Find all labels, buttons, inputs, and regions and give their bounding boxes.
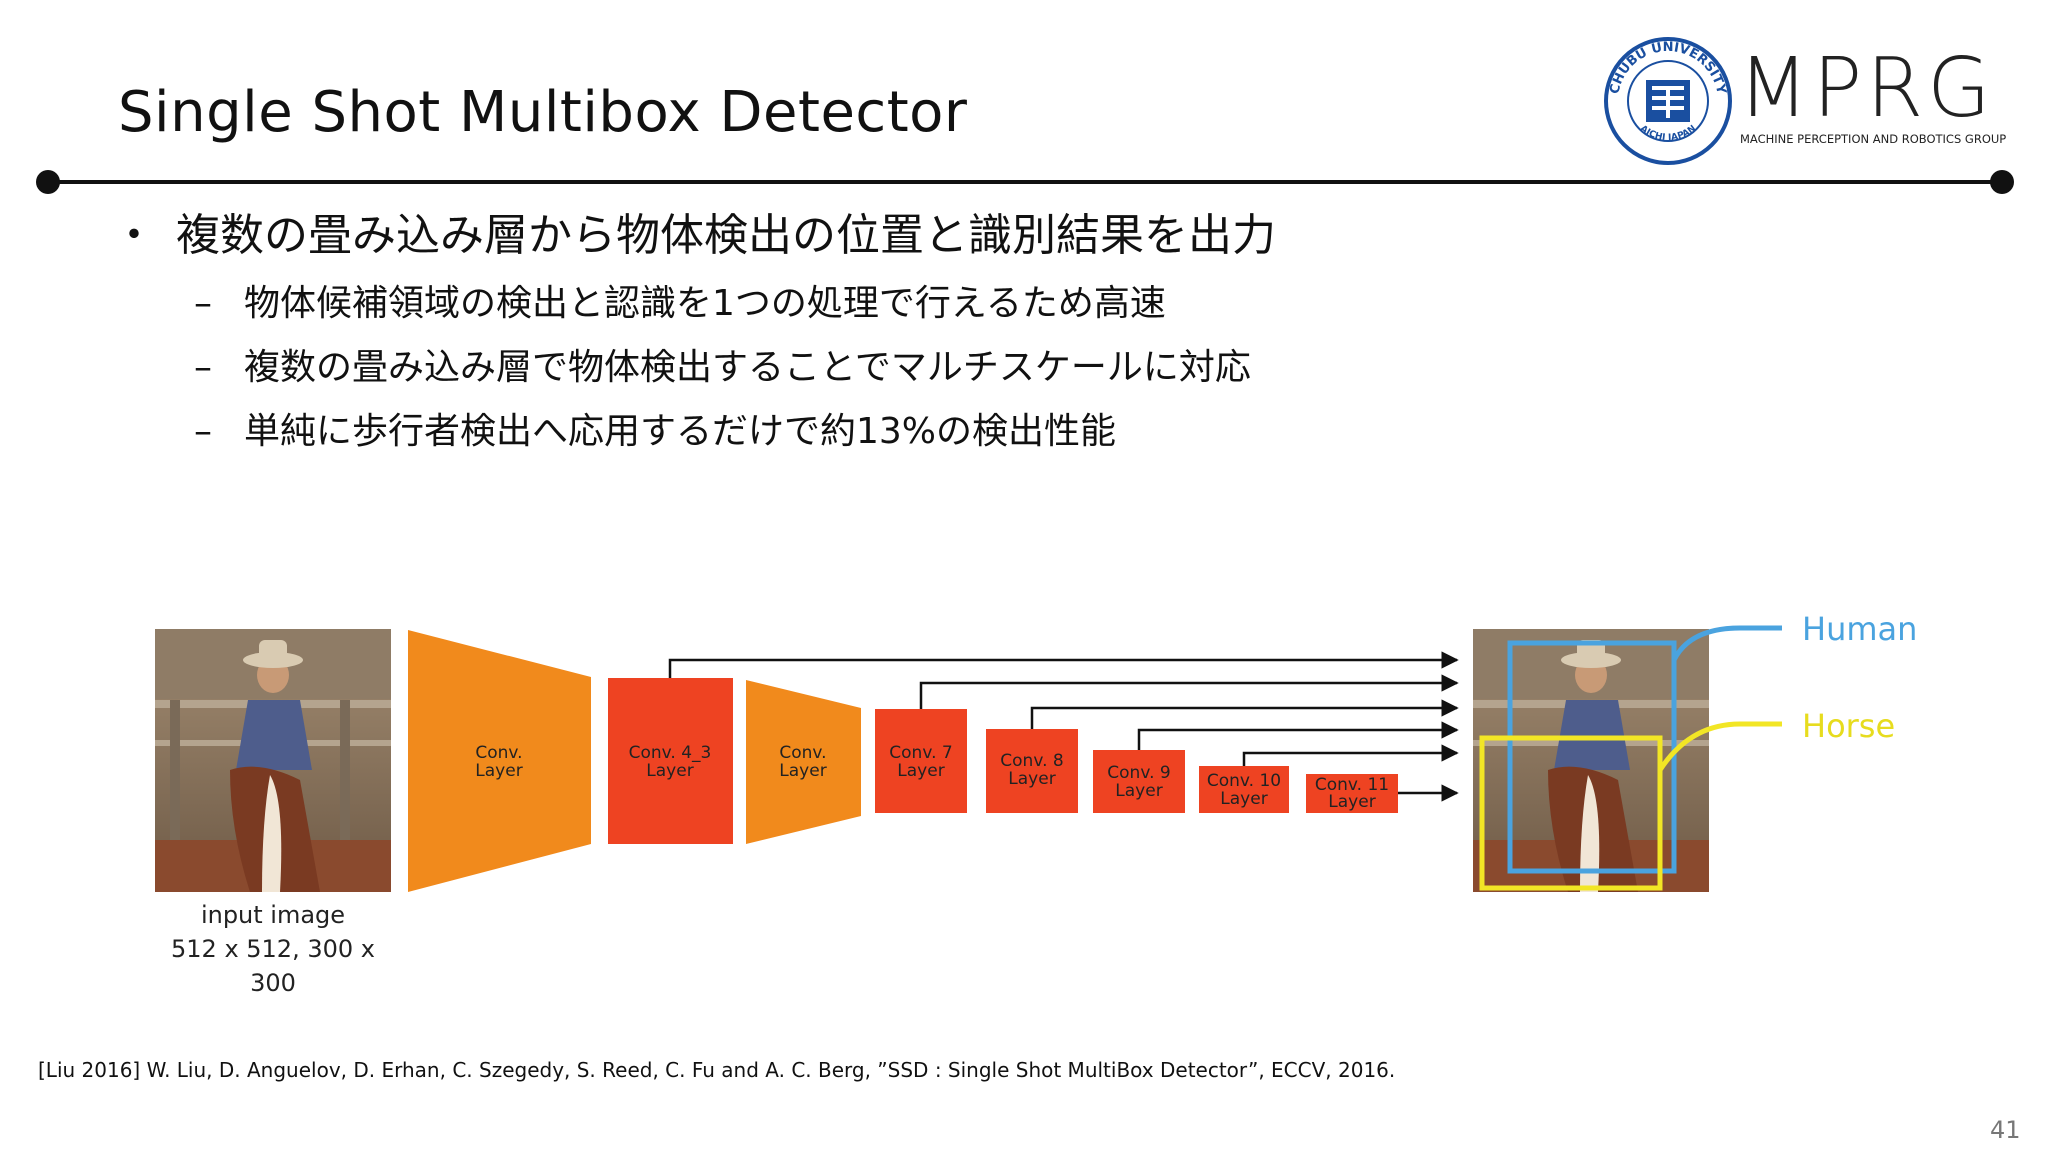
sub-bullet-dash: –	[194, 411, 212, 452]
sub-bullet-text: 複数の畳み込み層で物体検出することでマルチスケールに対応	[244, 347, 1251, 388]
layer-label: Layer	[1328, 792, 1375, 812]
horse-bounding-box	[1479, 735, 1663, 891]
layer-label: Conv. 9	[1107, 763, 1170, 783]
bullet-mark: ・	[112, 210, 156, 261]
seal-emblem-icon	[1646, 80, 1690, 122]
conv9-layer-block	[1093, 750, 1185, 813]
input-image	[155, 629, 391, 892]
layer-label: Layer	[646, 761, 693, 781]
slide-title: Single Shot Multibox Detector	[118, 80, 968, 145]
horse-label: Horse	[1802, 707, 1895, 745]
bullet-list: ・ 複数の畳み込み層から物体検出の位置と識別結果を出力 – 物体候補領域の検出と…	[112, 206, 1612, 464]
sub-bullet-dash: –	[194, 347, 212, 388]
sub-bullet-item: – 物体候補領域の検出と認識を1つの処理で行えるため高速	[194, 272, 1612, 336]
caption-line-2: 512 x 512, 300 x 300	[171, 935, 375, 997]
caption-line-1: input image	[200, 901, 346, 929]
conv7-layer-block	[875, 709, 967, 813]
bullet-main-item: ・ 複数の畳み込み層から物体検出の位置と識別結果を出力	[112, 206, 1612, 266]
layer-label: Layer	[475, 761, 522, 781]
conv4-3-layer-block	[608, 678, 733, 844]
bullet-main-text: 複数の畳み込み層から物体検出の位置と識別結果を出力	[176, 210, 1276, 261]
ssd-architecture-diagram: Conv. Layer Conv. 4_3 Layer Conv. Layer …	[155, 610, 1917, 892]
mprg-logo: MPRG MACHINE PERCEPTION AND ROBOTICS GRO…	[1738, 41, 2006, 146]
page-number: 41	[1990, 1116, 2021, 1144]
layer-label: Conv.	[779, 743, 826, 763]
layer-label: Layer	[1115, 781, 1162, 801]
header-logos: CHUBU UNIVERSITY AICHI JAPAN MPRG MACHIN…	[1604, 37, 2006, 165]
detection-arrows	[668, 651, 1459, 802]
human-leader-line	[1671, 625, 1782, 662]
sub-bullet-list: – 物体候補領域の検出と認識を1つの処理で行えるため高速 – 複数の畳み込み層で…	[112, 272, 1612, 464]
conv-layer-trapezoid	[408, 630, 591, 892]
layer-label: Conv. 8	[1000, 751, 1063, 771]
layer-label: Layer	[1008, 769, 1055, 789]
layer-label: Conv. 7	[889, 743, 952, 763]
arrow-from-conv4-3	[668, 651, 1459, 678]
input-image-caption: input image 512 x 512, 300 x 300	[145, 898, 401, 1000]
arrow-from-conv8	[1030, 699, 1459, 729]
layer-label: Conv.	[475, 743, 522, 763]
arrow-from-conv9	[1137, 721, 1459, 750]
title-rule-right-dot	[1990, 170, 2014, 194]
chubu-university-seal: CHUBU UNIVERSITY AICHI JAPAN	[1604, 37, 1732, 165]
sub-bullet-text: 単純に歩行者検出へ応用するだけで約13%の検出性能	[244, 411, 1117, 452]
title-rule	[46, 180, 2002, 184]
conv8-layer-block	[986, 729, 1078, 813]
layer-label: Layer	[897, 761, 944, 781]
human-label: Human	[1802, 610, 1917, 648]
layer-label: Layer	[779, 761, 826, 781]
reference-citation: [Liu 2016] W. Liu, D. Anguelov, D. Erhan…	[38, 1058, 1396, 1082]
human-bounding-box	[1507, 640, 1677, 874]
layer-label: Conv. 4_3	[629, 743, 712, 763]
sub-bullet-item: – 複数の畳み込み層で物体検出することでマルチスケールに対応	[194, 336, 1612, 400]
arrow-from-conv7	[919, 674, 1459, 709]
conv-layer-trapezoid-2	[746, 680, 861, 844]
layer-label: Layer	[1220, 789, 1267, 809]
conv10-layer-block	[1199, 766, 1289, 813]
layer-label: Conv. 10	[1207, 771, 1281, 791]
conv11-layer-block	[1306, 774, 1398, 813]
arrow-from-conv10	[1242, 744, 1459, 766]
sub-bullet-dash: –	[194, 283, 212, 324]
mprg-wordmark: MPRG	[1738, 41, 1995, 136]
mprg-subtitle: MACHINE PERCEPTION AND ROBOTICS GROUP	[1740, 132, 2006, 146]
layer-label: Conv. 11	[1315, 775, 1389, 795]
sub-bullet-text: 物体候補領域の検出と認識を1つの処理で行えるため高速	[244, 283, 1166, 324]
horse-leader-line	[1657, 721, 1782, 772]
sub-bullet-item: – 単純に歩行者検出へ応用するだけで約13%の検出性能	[194, 400, 1612, 464]
